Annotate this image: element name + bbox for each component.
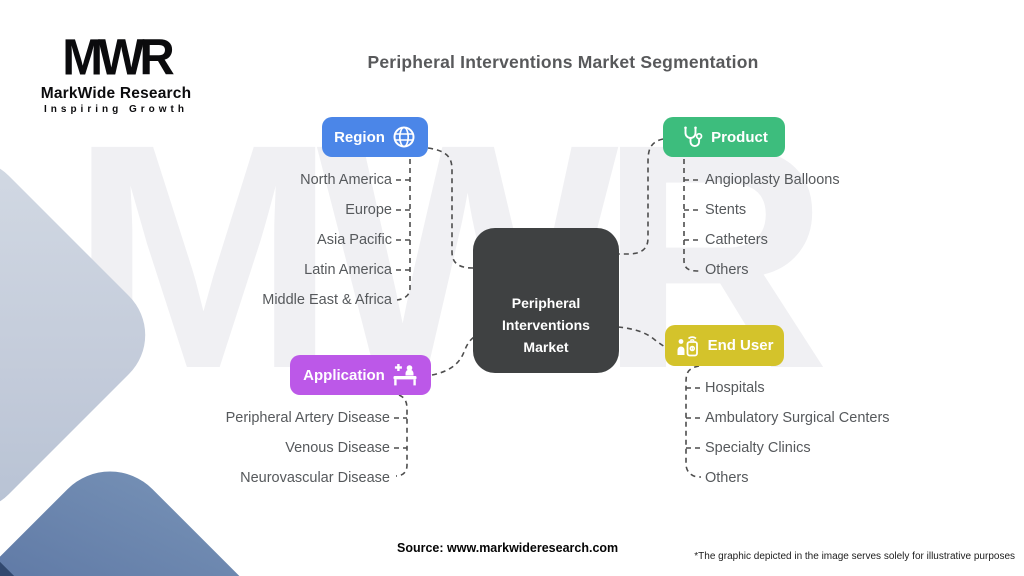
source-text: Source: www.markwideresearch.com (397, 541, 619, 555)
list-item: Peripheral Artery Disease (225, 410, 390, 426)
region-item-list: North America Europe Asia Pacific Latin … (132, 165, 392, 315)
mwr-monogram: MWR (62, 29, 174, 87)
application-label: Application (303, 366, 385, 384)
logo-company-name: MarkWide Research (40, 85, 192, 102)
central-node-line: Market (523, 339, 569, 355)
globe-icon (392, 125, 416, 149)
list-item: North America (300, 172, 392, 188)
list-item: Ambulatory Surgical Centers (705, 410, 890, 426)
person-device-icon (676, 334, 701, 358)
region-node: Region (322, 117, 428, 157)
list-item: Angioplasty Balloons (705, 172, 840, 188)
list-item: Catheters (705, 232, 768, 248)
enduser-node: End User (665, 325, 784, 366)
list-item: Latin America (304, 262, 392, 278)
list-item: Others (705, 470, 749, 486)
central-node-line: Peripheral (511, 295, 581, 311)
application-item-list: Peripheral Artery Disease Venous Disease… (110, 403, 390, 493)
product-item-list: Angioplasty Balloons Stents Catheters Ot… (705, 165, 965, 285)
central-node-line: Interventions (502, 317, 590, 333)
list-item: Asia Pacific (317, 232, 392, 248)
application-node: Application (290, 355, 431, 395)
list-item: Neurovascular Disease (240, 470, 390, 486)
list-item: Stents (705, 202, 747, 218)
list-item: Hospitals (705, 380, 765, 396)
list-item: Venous Disease (285, 440, 390, 456)
hospital-bed-icon (392, 363, 418, 387)
list-item: Others (705, 262, 749, 278)
region-label: Region (334, 128, 385, 146)
product-label: Product (711, 128, 768, 146)
list-item: Middle East & Africa (262, 292, 392, 308)
logo-tagline: Inspiring Growth (44, 104, 188, 115)
page-title: Peripheral Interventions Market Segmenta… (367, 52, 759, 72)
product-node: Product (663, 117, 785, 157)
markwide-research-logo: MWR MarkWide Research Inspiring Growth (30, 29, 202, 115)
list-item: Europe (345, 202, 392, 218)
stethoscope-icon (680, 125, 704, 149)
enduser-label: End User (707, 337, 774, 354)
central-market-node: Peripheral Interventions Market (473, 228, 619, 373)
enduser-item-list: Hospitals Ambulatory Surgical Centers Sp… (705, 373, 985, 493)
disclaimer-text: *The graphic depicted in the image serve… (694, 551, 1015, 562)
list-item: Specialty Clinics (705, 440, 811, 456)
